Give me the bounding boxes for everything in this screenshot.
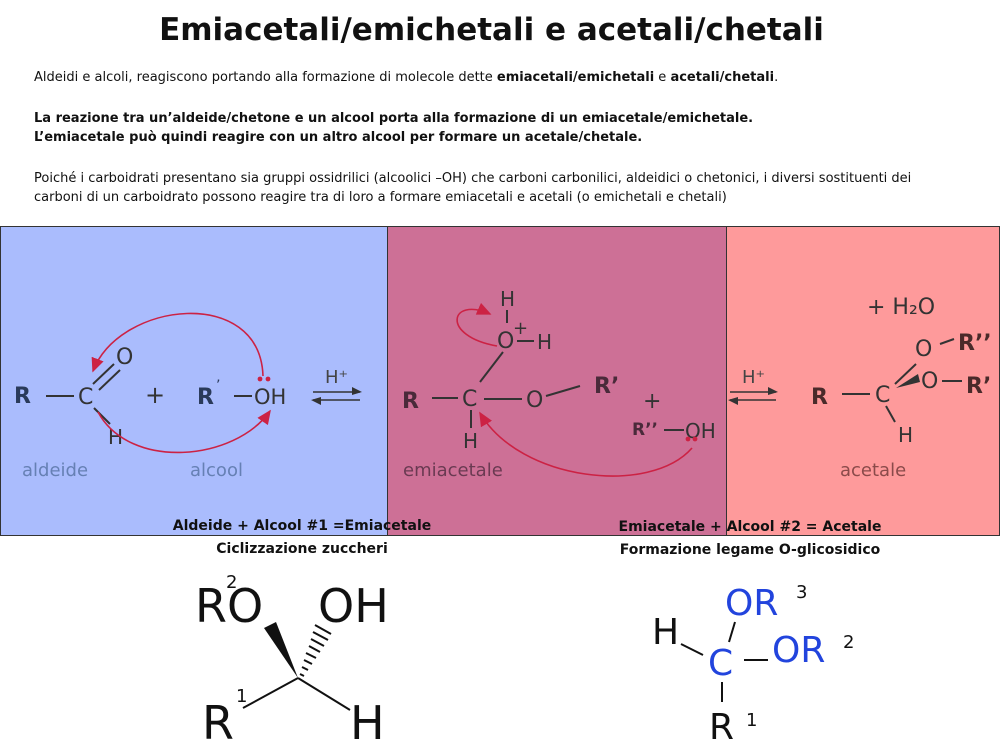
right-caption-line-2: Formazione legame O-glicosidico xyxy=(619,542,881,558)
intro-term-acetal: acetali/chetali xyxy=(670,70,775,85)
structures: RO 2 OH R 1 H OR 3 H C OR 2 R 1 xyxy=(195,572,854,750)
intro-text: e xyxy=(654,70,671,85)
lone-pair-dot xyxy=(265,376,271,382)
ether-oxygen: O xyxy=(526,388,543,413)
o-r-bond xyxy=(545,385,581,397)
intro-text: . xyxy=(774,70,779,85)
intro-line-2: La reazione tra un’aldeide/chetone e un … xyxy=(34,111,754,126)
left-r-group: R xyxy=(202,696,234,750)
hashed-bond xyxy=(299,624,332,677)
lone-pair-dot xyxy=(685,436,691,442)
acetal-r-double-prime: R’’ xyxy=(958,331,992,356)
equilibrium-back-head xyxy=(728,397,738,405)
reaction-scheme: R C O H + R ’ OH H⁺ aldeide alcool H O +… xyxy=(14,287,992,481)
oxonium-charge: + xyxy=(513,318,528,339)
right-or-mid: OR xyxy=(772,630,825,671)
c-o-bond xyxy=(479,351,504,383)
aldehyde-hydrogen: H xyxy=(108,425,123,449)
alcohol-label: alcool xyxy=(190,460,243,481)
left-caption-line-2: Ciclizzazione zuccheri xyxy=(216,541,388,557)
intro-line-3: L’emiacetale può quindi reagire con un a… xyxy=(34,130,643,145)
proton-transfer-arrow xyxy=(97,409,271,454)
alcohol-r-label: R xyxy=(197,385,214,410)
panel1-aldehyde: R C O H + R ’ OH H⁺ aldeide alcool xyxy=(14,312,362,481)
hemiacetal-r-label: R xyxy=(402,389,419,414)
aldehyde-carbon: C xyxy=(78,385,93,410)
lone-pair-dot xyxy=(692,436,698,442)
oxonium-oxygen: O xyxy=(497,329,514,354)
right-h-atom: H xyxy=(652,612,679,653)
aldehyde-alcohol-panel xyxy=(0,226,388,536)
alcohol-hydroxyl: OH xyxy=(254,385,286,409)
c-r-bond xyxy=(242,677,299,709)
acetal-top-oxygen: O xyxy=(915,337,932,362)
intro-line-1: Aldeidi e alcoli, reagiscono portando al… xyxy=(34,68,778,87)
equilibrium-forward-head xyxy=(352,387,362,395)
intro-text: Aldeidi e alcoli, reagiscono portando al… xyxy=(34,70,497,85)
wedge-bond xyxy=(896,374,920,388)
left-caption-line-1: Aldeide + Alcool #1 =Emiacetale xyxy=(172,518,432,534)
panel3-acetal: H⁺ + H₂O R’’ O O R’ R C H acetale xyxy=(728,295,992,481)
right-acetal-structure: OR 3 H C OR 2 R 1 xyxy=(652,582,854,748)
intro-line-4: Poiché i carboidrati presentano sia grup… xyxy=(34,171,912,186)
hemiacetal-carbon: C xyxy=(462,387,477,412)
acid-catalyst-label: H⁺ xyxy=(325,367,348,388)
right-or-top: OR xyxy=(725,583,778,624)
equilibrium-back-head xyxy=(311,397,321,405)
intro-term-hemiacetal: emiacetali/emichetali xyxy=(496,70,655,85)
c-h-bond xyxy=(680,643,704,656)
right-label-3: 3 xyxy=(796,582,807,603)
acetal-right-oxygen: O xyxy=(921,369,938,394)
right-carbon: C xyxy=(708,643,733,684)
second-alcohol-r: R’’ xyxy=(632,420,658,440)
c-h-bond xyxy=(885,405,896,423)
right-r-group: R xyxy=(709,707,734,748)
carbonyl-oxygen: O xyxy=(116,345,133,370)
plus-sign: + xyxy=(145,381,165,409)
wedge-bond xyxy=(264,622,298,678)
aldehyde-r-label: R xyxy=(14,384,31,409)
hemiacetal-panel xyxy=(387,226,727,536)
left-oh-group: OH xyxy=(318,579,389,633)
left-superscript-2: 2 xyxy=(226,572,237,593)
left-hemiacetal-structure: RO 2 OH R 1 H xyxy=(195,572,389,750)
panel2-hemiacetal: H O + H R C O R’ H + R’’ OH emiacetale xyxy=(402,287,716,481)
acetal-r-prime: R’ xyxy=(966,374,991,399)
prime-mark: ’ xyxy=(216,378,220,394)
acetal-carbon: C xyxy=(875,383,890,408)
left-h-atom: H xyxy=(350,696,385,750)
plus-sign: + xyxy=(643,389,661,414)
aldehyde-label: aldeide xyxy=(22,460,88,481)
acetal-hydrogen: H xyxy=(898,423,913,447)
acetal-r-label: R xyxy=(811,385,828,410)
left-ro-group: RO xyxy=(195,579,263,633)
proton-loss-arrow xyxy=(456,302,498,347)
left-superscript-1: 1 xyxy=(236,686,247,707)
o-r-bond xyxy=(939,338,955,345)
acid-catalyst-label: H⁺ xyxy=(742,367,765,388)
carbonyl-double-bond xyxy=(92,363,115,385)
oxonium-hydrogen: H xyxy=(537,330,552,354)
right-caption-line-1: Emiacetale + Alcool #2 = Acetale xyxy=(618,519,882,535)
water-byproduct: + H₂O xyxy=(867,295,935,320)
hemiacetal-hydrogen: H xyxy=(463,429,478,453)
acetal-label: acetale xyxy=(840,460,906,481)
page-title: Emiacetali/emichetali e acetali/chetali xyxy=(159,12,824,48)
hemiacetal-label: emiacetale xyxy=(403,460,503,481)
right-label-2: 2 xyxy=(843,632,854,653)
intro-line-5: carboni di un carboidrato possono reagir… xyxy=(34,190,727,205)
second-attack-arrow xyxy=(479,411,693,477)
hemiacetal-r-prime: R’ xyxy=(594,374,619,399)
c-h-bond xyxy=(297,677,351,711)
hemiacetal-top-hydrogen: H xyxy=(500,287,515,311)
c-h-bond xyxy=(93,407,111,425)
equilibrium-forward-head xyxy=(768,387,778,395)
nucleophilic-attack-arrow xyxy=(91,312,264,377)
c-o-bond xyxy=(894,363,917,385)
right-label-1: 1 xyxy=(746,710,757,731)
lone-pair-dot xyxy=(257,376,263,382)
carbonyl-double-bond xyxy=(98,369,121,391)
c-o-bond xyxy=(728,621,736,643)
